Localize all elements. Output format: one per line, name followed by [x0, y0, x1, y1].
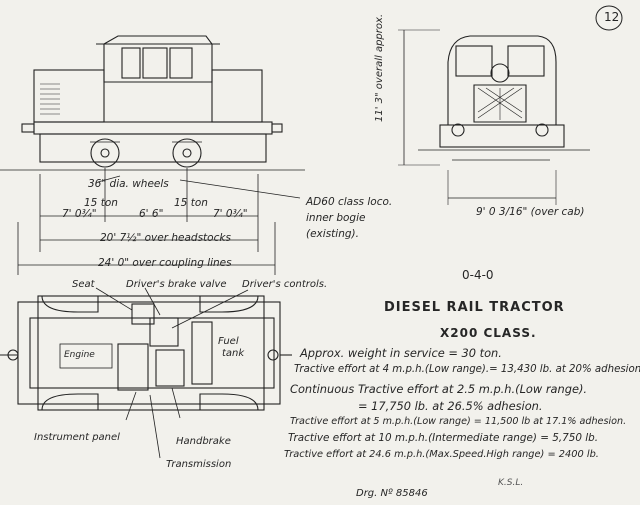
label-fuel-tank-1: Fuel	[218, 336, 239, 347]
dim-front-overhang: 7' 0¾"	[62, 208, 97, 220]
end-elevation	[398, 29, 590, 205]
spec-line: Tractive effort at 10 m.p.h.(Intermediat…	[288, 432, 599, 444]
axle-load-rear: 15 ton	[174, 197, 208, 209]
spec-line: Tractive effort at 5 m.p.h.(Low range) =…	[290, 416, 627, 427]
spec-line: = 17,750 lb. at 26.5% adhesion.	[358, 399, 543, 413]
label-seat: Seat	[72, 279, 95, 290]
spec-line: Approx. weight in service = 30 ton.	[300, 346, 502, 360]
label-fuel-tank-2: tank	[222, 348, 245, 359]
bogie-note-line-2: inner bogie	[306, 212, 366, 224]
spec-line: Continuous Tractive effort at 2.5 m.p.h.…	[290, 382, 588, 396]
wheel-arrangement: 0-4-0	[462, 268, 494, 282]
page-number: 12	[604, 10, 620, 24]
dim-over-coupling-lines: 24' 0" over coupling lines	[98, 257, 232, 269]
dim-over-headstocks: 20' 7½" over headstocks	[100, 232, 231, 244]
axle-load-front: 15 ton	[84, 197, 118, 209]
over-cab-width: 9' 0 3/16" (over cab)	[476, 206, 585, 218]
wheels-label: 36" dia. wheels	[88, 178, 169, 190]
bogie-note-line-3: (existing).	[306, 228, 359, 240]
signature: K.S.L.	[498, 478, 524, 488]
label-transmission: Transmission	[166, 459, 232, 470]
label-drivers-controls: Driver's controls.	[242, 279, 328, 290]
overall-height-label: 11' 3" overall approx.	[374, 13, 385, 122]
label-instrument-panel: Instrument panel	[34, 432, 120, 443]
page-number-circle	[595, 5, 623, 31]
dim-rear-overhang: 7' 0¾"	[213, 208, 248, 220]
spec-line: Tractive effort at 4 m.p.h.(Low range).=…	[294, 364, 640, 375]
plan-view	[0, 287, 292, 459]
label-handbrake: Handbrake	[176, 436, 231, 447]
drawing-number: Drg. Nº 85846	[356, 488, 428, 499]
drawing-title: DIESEL RAIL TRACTOR	[384, 300, 565, 315]
label-brake-valve: Driver's brake valve	[126, 279, 227, 290]
dim-wheelbase: 6' 6"	[139, 208, 164, 220]
bogie-note-line-1: AD60 class loco.	[306, 196, 393, 208]
spec-line: Tractive effort at 24.6 m.p.h.(Max.Speed…	[284, 449, 599, 460]
side-elevation	[0, 35, 305, 275]
drawing-class: X200 CLASS.	[440, 326, 537, 340]
label-engine: Engine	[64, 350, 95, 360]
